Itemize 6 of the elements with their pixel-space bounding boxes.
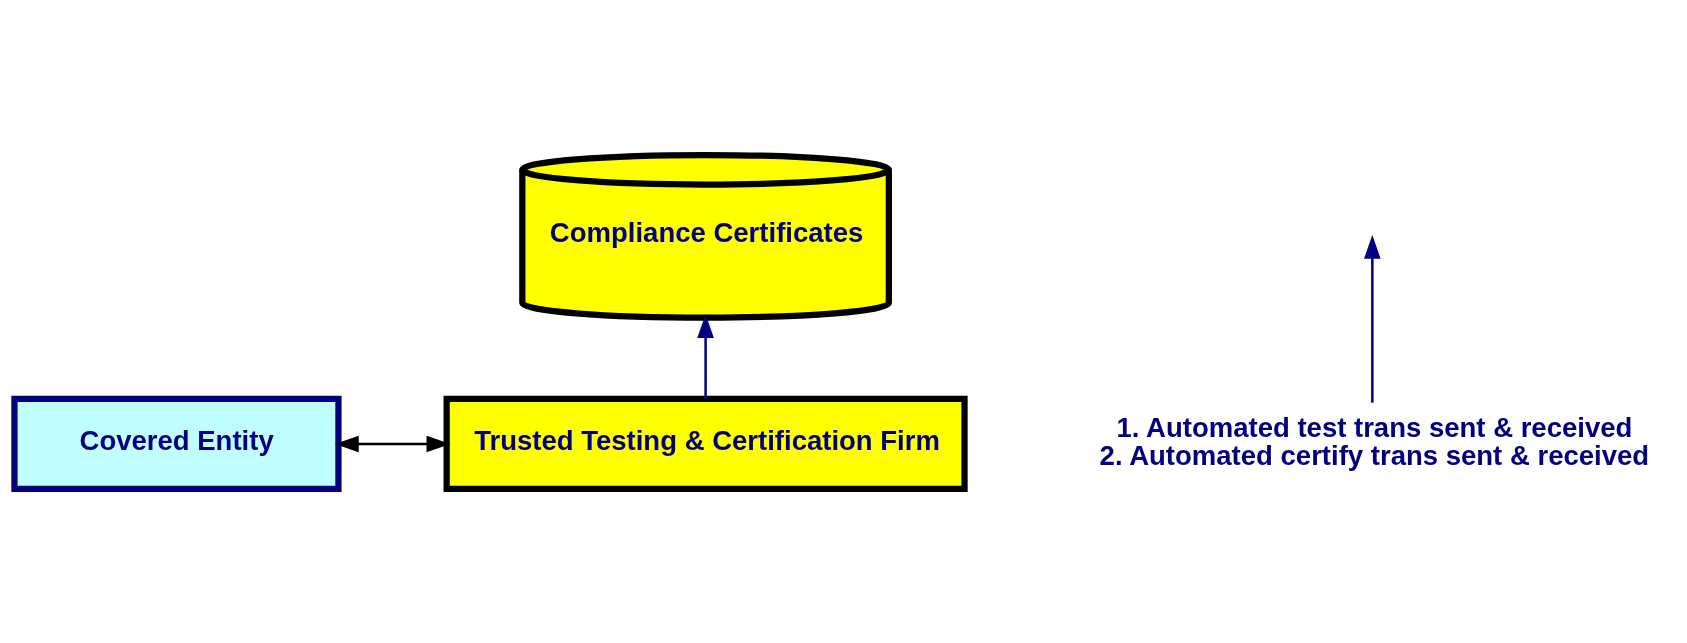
arrow xyxy=(334,435,451,452)
arrow xyxy=(1364,234,1381,403)
node-text: 1. Automated test trans sent & received 2. Automated certify trans sent & received xyxy=(1099,411,1650,471)
arrow xyxy=(697,313,714,399)
node-box: Trusted Testing & Certification Firm xyxy=(443,395,968,492)
node-box: Covered Entity xyxy=(11,395,342,492)
